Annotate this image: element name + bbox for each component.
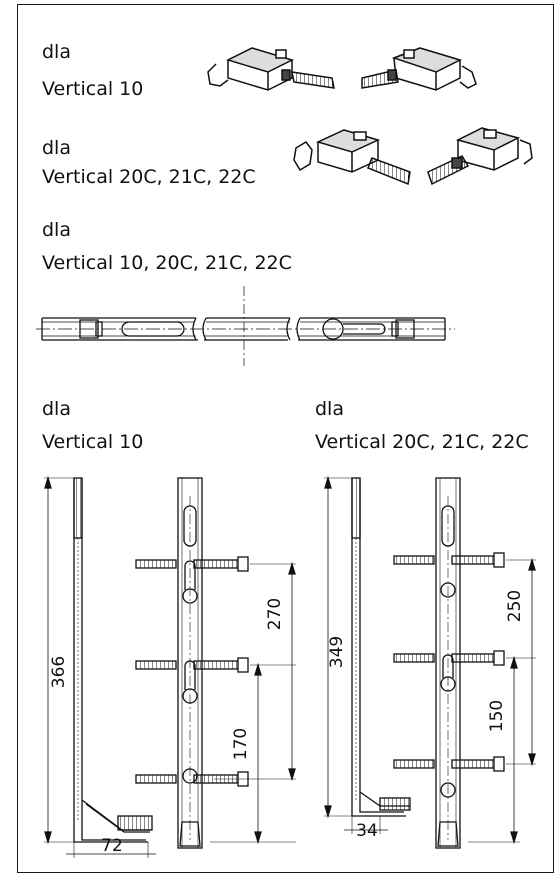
label-2-prefix: dla [42,137,71,159]
v10-height-dimension: 366 [49,656,69,688]
label-3-model: Vertical 10, 20C, 21C, 22C [42,252,292,274]
v10-upper-spacing-dimension: 270 [265,598,285,630]
label-3-prefix: dla [42,219,71,241]
label-2-model: Vertical 20C, 21C, 22C [42,166,256,188]
v20-upper-spacing-dimension: 250 [505,590,525,622]
label-4-prefix: dla [42,398,71,420]
v20-lower-spacing-dimension: 150 [487,700,507,732]
bracket-icon-v10-left [207,47,335,91]
v20-side-profile [324,475,411,834]
v10-front-rail [135,477,296,849]
bracket-icon-v20-right [427,127,533,186]
label-5-prefix: dla [315,398,344,420]
bracket-icon-v20-left [293,129,411,186]
v10-side-profile [44,475,156,858]
v20-foot-width-dimension: 34 [356,821,378,841]
bracket-icon-v10-right [361,47,477,91]
mounting-rail-horizontal [36,286,455,366]
label-1-model: Vertical 10 [42,78,144,100]
v20-height-dimension: 349 [327,636,347,668]
v10-lower-spacing-dimension: 170 [231,728,251,760]
label-1-prefix: dla [42,41,71,63]
label-4-model: Vertical 10 [42,431,144,453]
drawing-frame [17,4,554,873]
label-5-model: Vertical 20C, 21C, 22C [315,431,529,453]
v10-foot-width-dimension: 72 [101,836,123,856]
v20-front-rail [393,477,536,849]
